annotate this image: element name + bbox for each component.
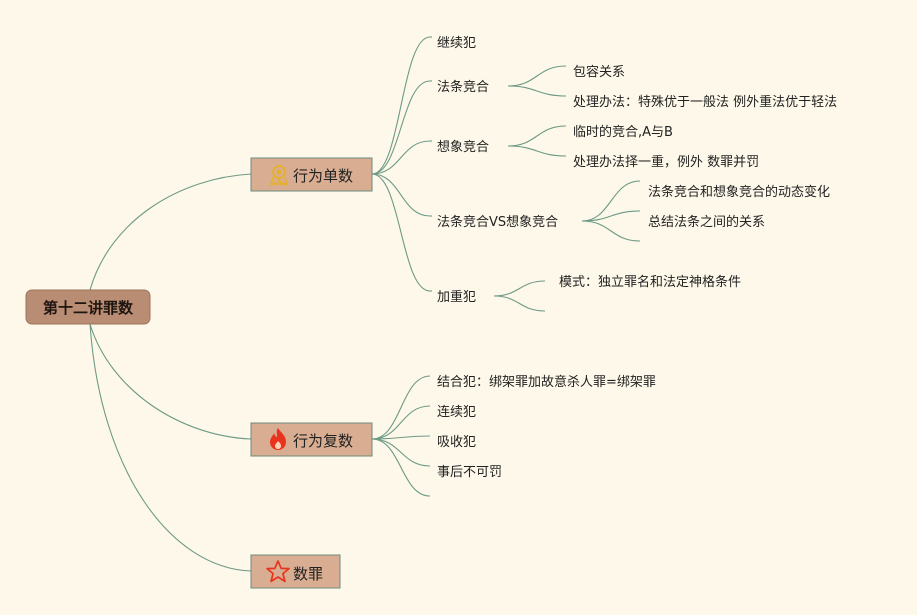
branch-label: 数罪 (293, 565, 323, 583)
edge-branch1-child-4 (371, 438, 431, 497)
subtopic-dynamic-change[interactable]: 法条竞合和想象竞合的动态变化 (648, 184, 830, 200)
fire-icon (270, 428, 286, 450)
root-label: 第十二讲罪数 (43, 299, 134, 317)
edge-branch0-child-0 (371, 36, 431, 175)
edge-branch0-child-4 (371, 173, 431, 292)
subtopic-inclusion-relation[interactable]: 包容关系 (573, 64, 625, 80)
subtopic-temporary-concurrence[interactable]: 临时的竞合,A与B (573, 124, 673, 140)
edge-branch0-child-1 (371, 80, 431, 175)
subtopic-imaginative-handling[interactable]: 处理办法择一重，例外 数罪并罚 (573, 154, 759, 170)
edge-vs-child-2 (581, 220, 641, 242)
topic-continuous-crime[interactable]: 继续犯 (437, 36, 476, 51)
topic-absorbed-crime[interactable]: 吸收犯 (437, 435, 476, 450)
branch-label: 行为单数 (293, 167, 353, 185)
edge-aggravated-child-1 (493, 295, 546, 312)
topic-statute-vs-imaginative[interactable]: 法条竞合VS想象竞合 (437, 214, 558, 230)
edge-imaginative-child-0 (507, 125, 567, 147)
topic-statute-concurrence[interactable]: 法条竞合 (437, 79, 489, 95)
edge-branch1-child-0 (371, 375, 431, 440)
edge-branch0-child-2 (371, 140, 431, 175)
subtopic-statute-handling[interactable]: 处理办法：特殊优于一般法 例外重法优于轻法 (573, 94, 837, 110)
branch-label: 行为复数 (293, 432, 353, 450)
topic-combined-crime[interactable]: 结合犯：绑架罪加故意杀人罪=绑架罪 (437, 374, 656, 390)
edge-aggravated-child-0 (493, 280, 546, 297)
edge-root-branch-1 (89, 323, 252, 440)
branch-node-behavior-single[interactable]: 行为单数 (250, 157, 373, 192)
edge-vs-child-1 (581, 210, 641, 222)
edge-branch0-child-3 (371, 173, 431, 217)
branch-node-multiple-crimes[interactable]: 数罪 (250, 554, 341, 589)
edge-branch1-child-2 (371, 435, 431, 440)
edges (89, 36, 641, 572)
topic-serial-crime[interactable]: 连续犯 (437, 404, 476, 420)
topic-imaginative-concurrence[interactable]: 想象竞合 (437, 139, 489, 155)
star-icon (266, 560, 290, 583)
edge-root-branch-0 (89, 173, 252, 291)
edge-root-branch-2 (89, 323, 252, 572)
edge-statute-child-0 (507, 65, 567, 87)
edge-branch1-child-3 (371, 438, 431, 467)
root-node[interactable]: 第十二讲罪数 (25, 289, 151, 325)
edge-vs-child-0 (581, 180, 641, 222)
subtopic-statute-relations[interactable]: 总结法条之间的关系 (648, 214, 765, 230)
edge-branch1-child-1 (371, 405, 431, 440)
medal-icon (270, 165, 288, 186)
branch-node-behavior-multiple[interactable]: 行为复数 (250, 422, 373, 457)
edge-statute-child-1 (507, 85, 567, 97)
topic-post-act-unpunishable[interactable]: 事后不可罚 (437, 465, 502, 480)
topic-aggravated-crime[interactable]: 加重犯 (437, 289, 476, 305)
subtopic-aggravated-model[interactable]: 模式：独立罪名和法定神格条件 (559, 274, 741, 290)
edge-imaginative-child-1 (507, 145, 567, 157)
